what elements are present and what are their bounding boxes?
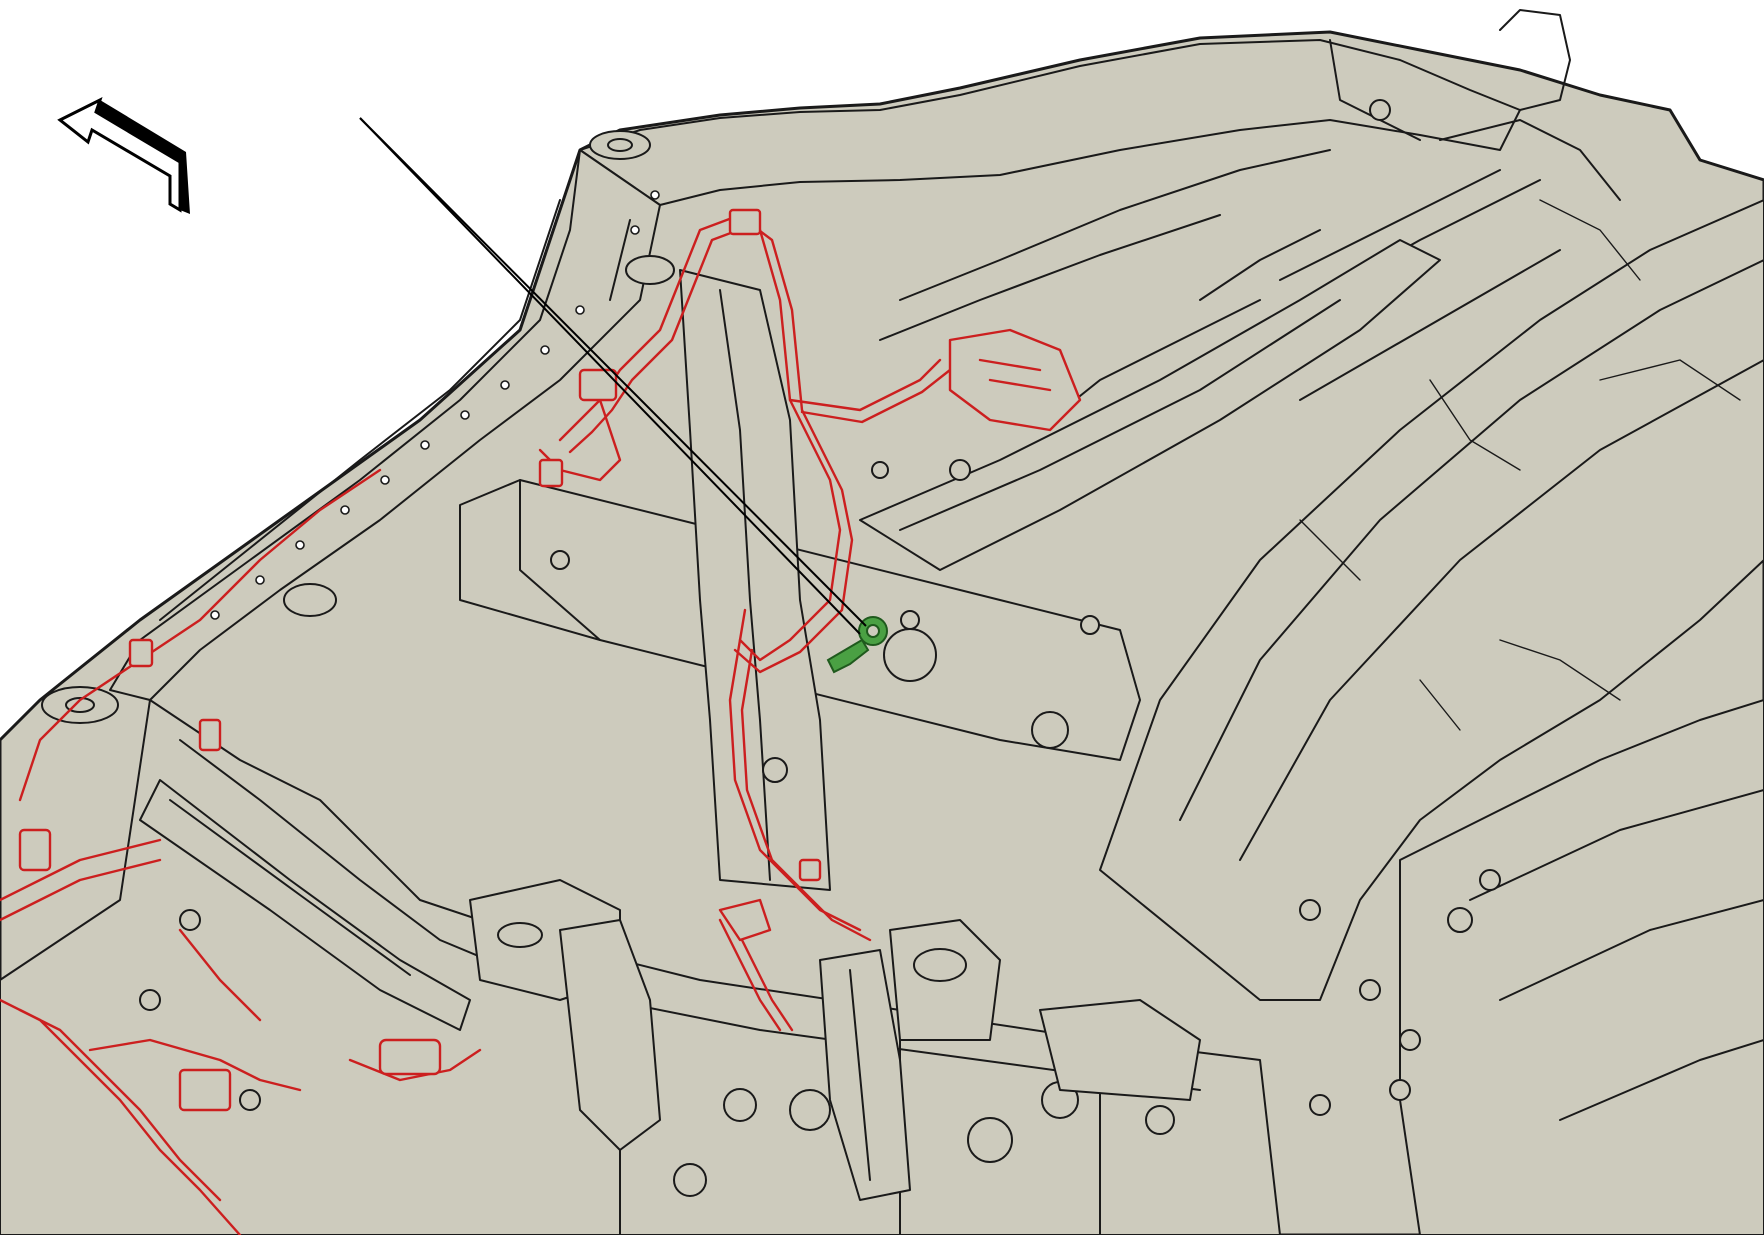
inner-fender-beam bbox=[859, 239, 1441, 571]
wiring-harness bbox=[0, 213, 952, 1235]
rail-mount-bushings bbox=[41, 130, 675, 724]
callout-leader-lines bbox=[359, 117, 867, 635]
left-hood-hinge-tower bbox=[559, 919, 661, 1151]
center-tower bbox=[819, 949, 911, 1201]
engine-bay-detail-lines bbox=[879, 119, 1741, 731]
rail-fastener-dots bbox=[210, 190, 660, 620]
stud-bolts bbox=[139, 99, 1501, 1116]
harness-connectors bbox=[18, 208, 1082, 1112]
front-bumper-beam bbox=[139, 779, 471, 1031]
ground-terminal bbox=[826, 616, 888, 674]
center-vertical-support bbox=[679, 269, 831, 891]
forward-arrow-icon bbox=[57, 97, 190, 214]
right-apron bbox=[1399, 699, 1764, 1235]
right-bracket bbox=[1039, 999, 1201, 1101]
right-strut-tower bbox=[1099, 199, 1764, 1001]
